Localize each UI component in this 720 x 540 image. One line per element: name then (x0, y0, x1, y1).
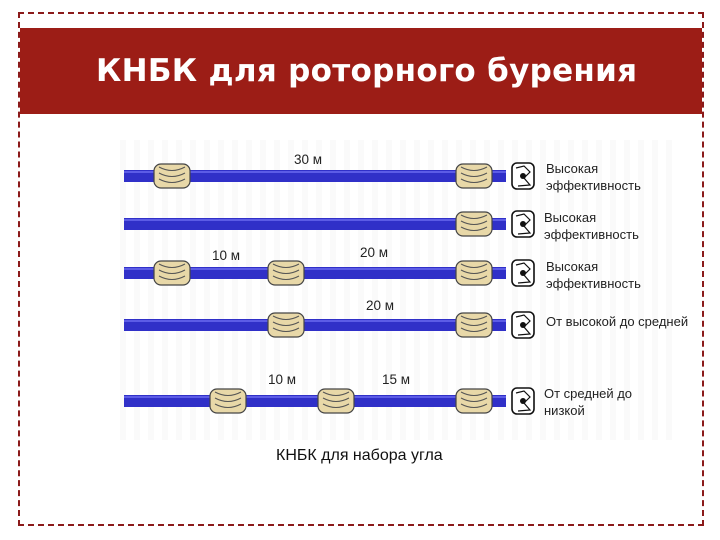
stabilizer (455, 260, 493, 286)
stabilizer (317, 388, 355, 414)
bit-nozzle (520, 322, 526, 328)
drill-pipe (124, 267, 506, 279)
stabilizer-blade (460, 327, 488, 332)
dim-label-10m: 10 м (268, 372, 297, 387)
bit-label: Высокая эффективность (544, 209, 639, 243)
bit-label: От высокой до средней (546, 313, 688, 330)
bit-nozzle (520, 173, 526, 179)
bit-nozzle (520, 398, 526, 404)
stabilizer-blade (158, 178, 186, 183)
dim-label-30m: 30 м (294, 152, 323, 167)
stabilizer-blade (322, 403, 350, 408)
title-bar: КНБК для роторного бурения (20, 28, 702, 114)
bit-cutter (515, 262, 532, 284)
bit-label: Высокая эффективность (546, 258, 641, 292)
stabilizer (209, 388, 247, 414)
stabilizer-blade (460, 315, 488, 320)
bit-cutter (515, 314, 532, 336)
stabilizer-blade (460, 269, 488, 274)
bit-nozzle (520, 221, 526, 227)
stabilizer-blade (460, 321, 488, 326)
stabilizer-blade (460, 226, 488, 231)
dim-label-10m: 10 м (212, 248, 241, 263)
drill-pipe (124, 218, 506, 230)
stabilizer-blade (272, 327, 300, 332)
bit-label-line: Высокая (546, 161, 599, 176)
bit-label: От средней до низкой (544, 385, 632, 419)
stabilizer-blade (322, 397, 350, 402)
dim-label-20m: 20 м (366, 298, 395, 313)
stabilizer (455, 163, 493, 189)
bit-cutter (515, 213, 532, 235)
bit-nozzle (520, 270, 526, 276)
stabilizer-blade (158, 172, 186, 177)
stabilizer (267, 260, 305, 286)
stabilizer-blade (460, 391, 488, 396)
stabilizer-blade (460, 178, 488, 183)
bit-label-line: От средней до (544, 386, 633, 401)
bit-label-line: эффективность (546, 276, 641, 291)
stabilizer-blade (460, 263, 488, 268)
drill-pipe (124, 170, 506, 182)
dashed-frame (18, 12, 704, 526)
stabilizer-blade (460, 166, 488, 171)
stabilizer-blade (460, 220, 488, 225)
stabilizer-blade (322, 391, 350, 396)
stabilizer (153, 260, 191, 286)
bit-label-line: Высокая (544, 210, 597, 225)
stabilizer-blade (460, 214, 488, 219)
stabilizer-blade (214, 391, 242, 396)
stabilizer (267, 312, 305, 338)
bit-label-line: эффективность (546, 178, 641, 193)
stabilizer-blade (158, 166, 186, 171)
stabilizer-blade (460, 397, 488, 402)
slide-title: КНБК для роторного бурения (96, 53, 638, 89)
drill-bit (511, 311, 535, 339)
drill-bit (511, 210, 535, 238)
stabilizer-blade (460, 275, 488, 280)
drill-pipe (124, 319, 506, 331)
stabilizer-blade (272, 263, 300, 268)
stabilizer-blade (460, 172, 488, 177)
bit-label: Высокая эффективность (546, 160, 641, 194)
stabilizer (455, 312, 493, 338)
stabilizer-blade (272, 321, 300, 326)
bit-label-line: Высокая (546, 259, 599, 274)
bit-cutter (515, 390, 532, 412)
drill-bit (511, 259, 535, 287)
stabilizer-blade (158, 275, 186, 280)
stabilizer-blade (460, 403, 488, 408)
bit-label-line: От высокой до средней (546, 314, 689, 329)
stabilizer-blade (272, 315, 300, 320)
drill-bit (511, 162, 535, 190)
bit-cutter (515, 165, 532, 187)
stabilizer-blade (214, 397, 242, 402)
drill-bit (511, 387, 535, 415)
bit-label-line: низкой (544, 403, 585, 418)
bit-label-line: эффективность (544, 227, 639, 242)
stabilizer-blade (272, 269, 300, 274)
stabilizer (153, 163, 191, 189)
caption: КНБК для набора угла (276, 447, 443, 464)
stabilizer-blade (272, 275, 300, 280)
stabilizer-blade (158, 269, 186, 274)
stabilizer-blade (158, 263, 186, 268)
dim-label-20m: 20 м (360, 245, 389, 260)
stabilizer (455, 388, 493, 414)
stabilizer-blade (214, 403, 242, 408)
stabilizer (455, 211, 493, 237)
dim-label-15m: 15 м (382, 372, 411, 387)
